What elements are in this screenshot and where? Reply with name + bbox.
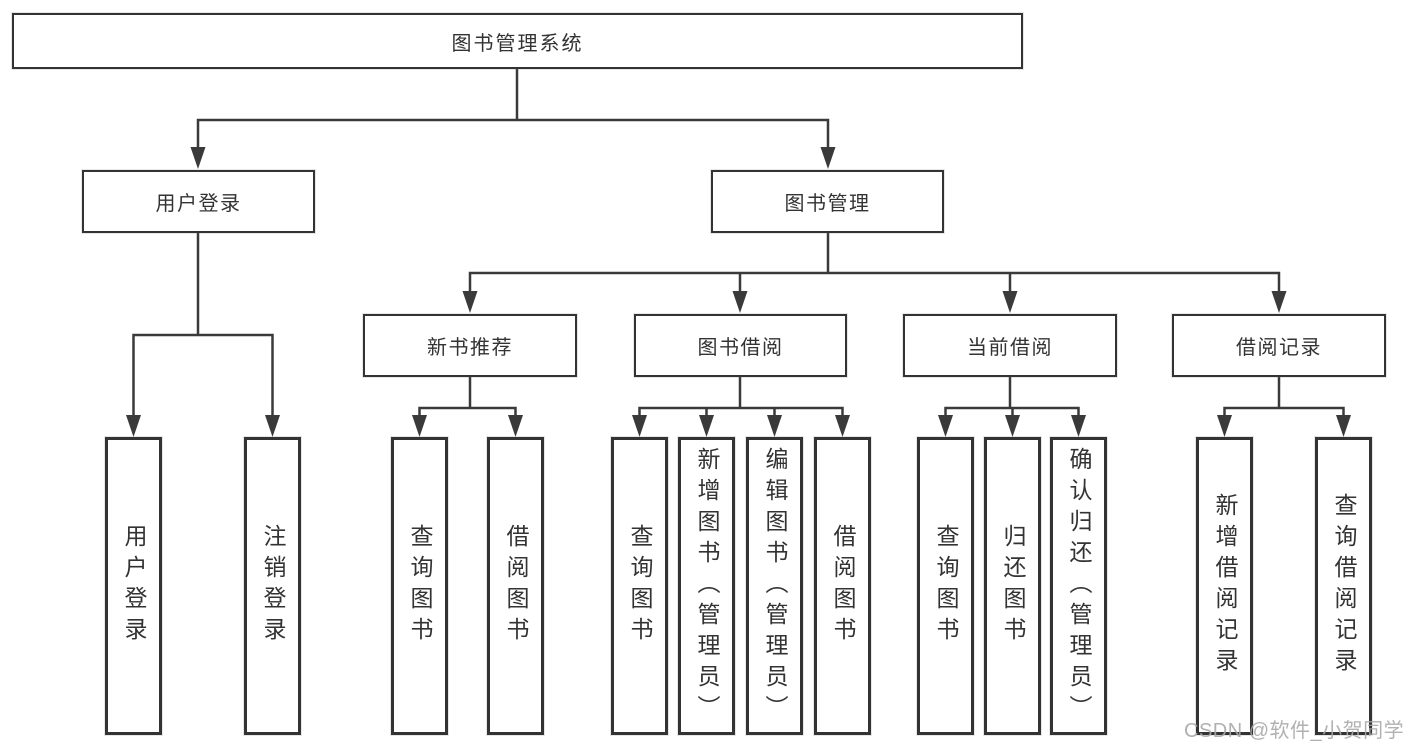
arrowhead-icon (1002, 291, 1018, 313)
arrowhead-icon (126, 415, 141, 437)
leaf-label: 用户登录 (121, 524, 147, 648)
arrowhead-icon (767, 415, 782, 437)
node-label: 新书推荐 (427, 337, 513, 359)
connector-current-to-leaves (944, 377, 1080, 417)
leaf-label: 新增借阅记录 (1212, 493, 1238, 679)
arrowhead-icon (190, 147, 206, 169)
arrowhead-icon (938, 415, 953, 437)
node-label: 用户登录 (155, 193, 242, 215)
arrowhead-icon (820, 147, 836, 169)
arrowhead-icon (835, 415, 850, 437)
leaf-label: 借阅图书 (830, 524, 856, 648)
node-label: 借阅记录 (1236, 337, 1322, 359)
node-book-borrowing: 图书借阅 (634, 314, 847, 377)
leaf-query-borrow-record: 查询借阅记录 (1315, 437, 1372, 735)
arrowhead-icon (732, 291, 748, 313)
connector-bookmgmt-to-level3 (468, 233, 1281, 293)
node-label: 图书管理 (784, 193, 871, 215)
arrowhead-icon (265, 415, 280, 437)
arrowhead-icon (462, 291, 478, 313)
leaf-add-book-admin: 新增图书（管理员） (678, 437, 735, 735)
connector-newbooks-to-leaves (418, 377, 517, 417)
arrowhead-icon (1217, 415, 1232, 437)
leaf-label: 查询借阅记录 (1331, 493, 1357, 679)
node-current-borrowing: 当前借阅 (903, 314, 1117, 377)
leaf-logout: 注销登录 (244, 437, 301, 735)
node-label: 当前借阅 (967, 337, 1053, 359)
leaf-confirm-return-admin: 确认归还（管理员） (1050, 437, 1107, 735)
leaf-label: 借阅图书 (503, 524, 529, 648)
arrowhead-icon (412, 415, 427, 437)
connector-borrowing-to-leaves (638, 377, 844, 417)
leaf-label: 查询图书 (933, 524, 959, 648)
leaf-label: 注销登录 (260, 524, 286, 648)
node-label: 图书借阅 (697, 337, 784, 359)
leaf-label: 归还图书 (1000, 524, 1026, 648)
node-book-management: 图书管理 (711, 170, 944, 233)
leaf-user-login: 用户登录 (105, 437, 162, 735)
leaf-add-borrow-record: 新增借阅记录 (1196, 437, 1253, 735)
arrowhead-icon (1336, 415, 1351, 437)
arrowhead-icon (1005, 415, 1020, 437)
leaf-label: 查询图书 (627, 524, 653, 648)
leaf-label: 新增图书（管理员） (694, 446, 720, 726)
connector-userlogin-to-leaves (132, 233, 274, 417)
node-label: 图书管理系统 (451, 32, 584, 55)
leaf-label: 确认归还（管理员） (1066, 446, 1092, 726)
arrowhead-icon (632, 415, 647, 437)
arrowhead-icon (699, 415, 714, 437)
leaf-borrow-books-1: 借阅图书 (487, 437, 544, 735)
node-library-system: 图书管理系统 (12, 13, 1023, 69)
connector-root-to-level2 (196, 69, 830, 148)
watermark-text: CSDN @软件_小贺同学 (1184, 720, 1405, 742)
leaf-label: 查询图书 (407, 524, 433, 648)
node-user-login: 用户登录 (82, 170, 315, 233)
leaf-borrow-books-2: 借阅图书 (814, 437, 871, 735)
leaf-return-book: 归还图书 (984, 437, 1041, 735)
arrowhead-icon (1271, 291, 1287, 313)
node-new-book-recommend: 新书推荐 (363, 314, 577, 377)
connector-records-to-leaves (1223, 377, 1345, 417)
leaf-query-books-3: 查询图书 (917, 437, 974, 735)
leaf-label: 编辑图书（管理员） (762, 446, 788, 726)
leaf-edit-book-admin: 编辑图书（管理员） (746, 437, 803, 735)
leaf-query-books-1: 查询图书 (391, 437, 448, 735)
arrowhead-icon (1071, 415, 1086, 437)
leaf-query-books-2: 查询图书 (611, 437, 668, 735)
node-borrow-records: 借阅记录 (1172, 314, 1386, 377)
arrowhead-icon (508, 415, 523, 437)
